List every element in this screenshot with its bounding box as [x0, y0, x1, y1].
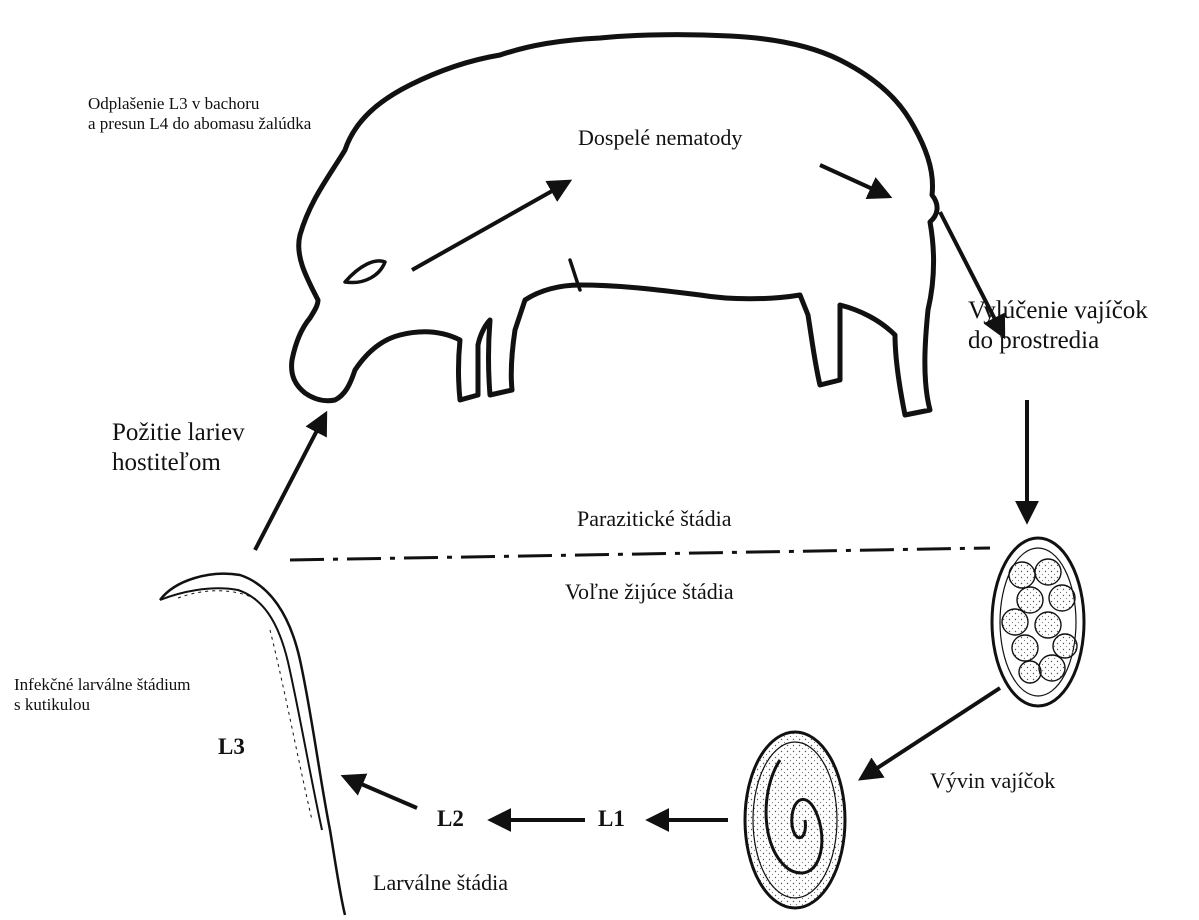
infective-stage-line-1: Infekčné larválne štádium — [14, 675, 191, 695]
ingestion-label-line-1: Požitie lariev — [112, 418, 245, 448]
excretion-label-line-1: Vylúčenie vajíčok — [968, 296, 1148, 326]
excretion-label-line-2: do prostredia — [968, 326, 1148, 356]
freeliving-stages-label: Voľne žijúce štádia — [565, 579, 734, 605]
molting-label-line-2: a presun L4 do abomasu žalúdka — [88, 114, 311, 134]
parasitic-stages-label: Parazitické štádia — [577, 506, 732, 532]
stage-separator — [290, 548, 990, 560]
infective-stage-label: Infekčné larválne štádium s kutikulou — [14, 675, 191, 715]
larva-icon — [160, 574, 345, 915]
ingestion-label-line-2: hostiteľom — [112, 448, 245, 478]
adults-label: Dospelé nematody — [578, 125, 742, 151]
embryonated-egg-icon — [745, 732, 845, 908]
arrow-to-adults — [412, 182, 568, 270]
ingestion-label: Požitie lariev hostiteľom — [112, 418, 245, 477]
arrow-to-excretion — [820, 165, 888, 196]
sheep-icon — [292, 35, 938, 415]
larval-stages-label: Larválne štádia — [373, 870, 508, 896]
excretion-label: Vylúčenie vajíčok do prostredia — [968, 296, 1148, 355]
l1-label: L1 — [598, 805, 625, 832]
arrow-egg-development — [862, 688, 1000, 778]
molting-label: Odplašenie L3 v bachoru a presun L4 do a… — [88, 94, 311, 134]
l3-label: L3 — [218, 733, 245, 760]
arrow-to-l3 — [345, 777, 417, 808]
egg-icon — [992, 538, 1084, 706]
egg-development-label: Vývin vajíčok — [930, 768, 1055, 794]
molting-label-line-1: Odplašenie L3 v bachoru — [88, 94, 311, 114]
l2-label: L2 — [437, 805, 464, 832]
arrow-ingestion — [255, 415, 325, 550]
infective-stage-line-2: s kutikulou — [14, 695, 191, 715]
